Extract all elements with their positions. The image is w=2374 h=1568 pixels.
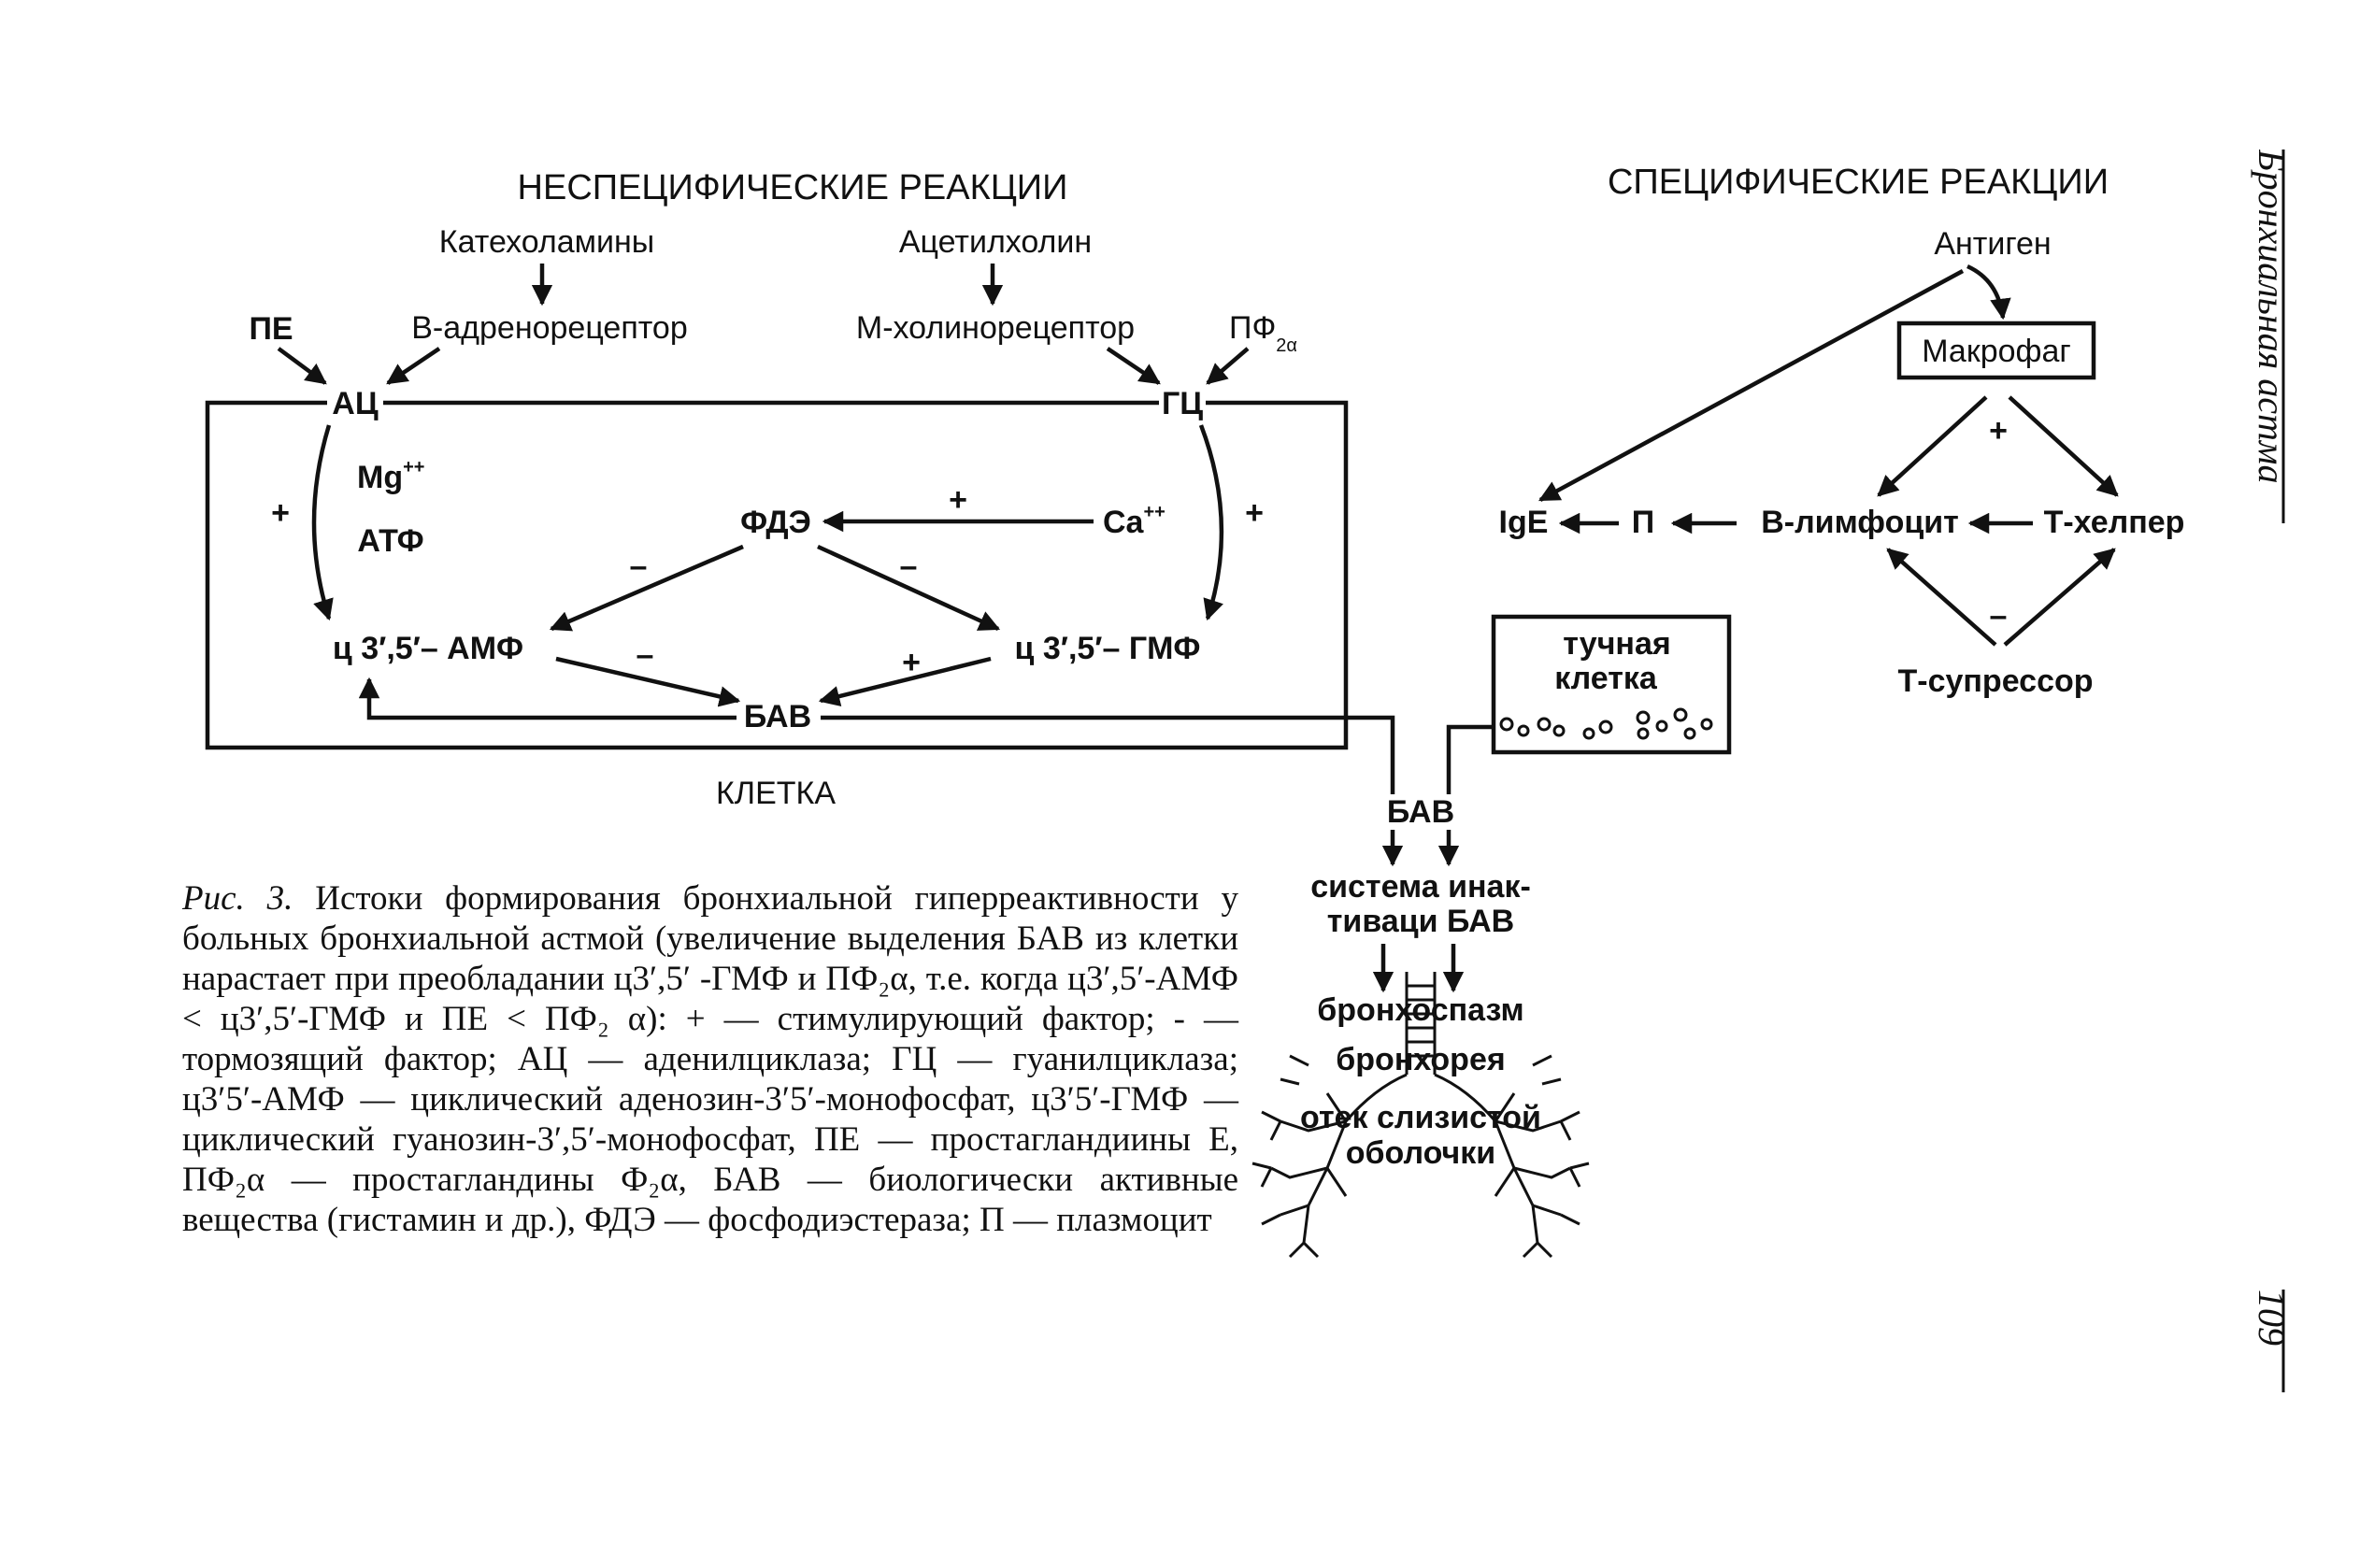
page-number: 109 xyxy=(2251,1290,2293,1392)
figure-caption: Рис. 3. Истоки формирования бронхиальной… xyxy=(182,878,1238,1240)
t-suppressor-to-t-helper-arrow xyxy=(2003,548,2116,647)
camp-to-bav-arrow xyxy=(555,656,741,707)
ac-to-camp-arrow xyxy=(311,424,334,621)
cgmp-to-bav-arrow xyxy=(818,656,992,707)
pf-label: ПФ2α xyxy=(1229,310,1297,356)
mast-cell-label-line1: тучная xyxy=(1563,626,1670,662)
gc-label: ГЦ xyxy=(1162,386,1203,421)
atp-label: АТФ xyxy=(357,523,423,559)
ac-label: АЦ xyxy=(332,386,379,421)
bronchial-tree-illustration xyxy=(1251,972,1590,1259)
edema-label-line1: отек слизистой xyxy=(1300,1100,1541,1135)
effects-bav-label: БАВ xyxy=(1387,794,1454,830)
cell-bav-label: БАВ xyxy=(744,699,811,734)
gc-to-cgmp-arrow xyxy=(1198,424,1224,621)
bronchorrhea-label: бронхорея xyxy=(1336,1042,1505,1077)
macrophage-to-t-helper-arrow xyxy=(2008,395,2119,497)
pde-to-camp-arrow xyxy=(549,544,744,632)
b-adrenoreceptor-label: В-адренорецептор xyxy=(411,310,688,346)
macrophage-to-b-lymphocyte-arrow xyxy=(1877,395,1988,497)
mast-cell-granules xyxy=(1499,707,1713,740)
bronchospasm-label: бронхоспазм xyxy=(1317,992,1523,1028)
acetylcholine-label: Ацетилхолин xyxy=(899,224,1092,260)
pde-cgmp-minus-sign: – xyxy=(900,549,918,584)
cell-label: КЛЕТКА xyxy=(716,776,836,811)
t-suppressor-minus-sign: – xyxy=(1990,598,2008,634)
mast-cell-label-line2: клетка xyxy=(1554,661,1658,696)
mast-cell-exit-line xyxy=(1446,724,1494,794)
bav-feedback-arrow xyxy=(358,677,737,720)
specific-reactions-heading: СПЕЦИФИЧЕСКИЕ РЕАКЦИИ xyxy=(1608,163,2109,202)
pde-to-cgmp-arrow xyxy=(817,544,1001,632)
plasmocyte-label: П xyxy=(1632,505,1654,540)
gc-plus-sign: + xyxy=(1245,495,1264,531)
m-cholinoreceptor-to-gc-arrow xyxy=(1106,347,1161,385)
catecholamines-label: Катехоламины xyxy=(439,224,654,260)
pde-camp-minus-sign: – xyxy=(630,549,648,584)
pde-label: ФДЭ xyxy=(740,505,811,540)
antigen-to-ige-arrow xyxy=(1538,269,1965,502)
bav-exit-line xyxy=(821,715,1395,794)
ige-label: IgE xyxy=(1499,505,1549,540)
ca-label: Ca++ xyxy=(1103,502,1166,540)
pf-to-gc-arrow xyxy=(1206,347,1250,385)
b-adrenoreceptor-to-ac-arrow xyxy=(386,347,441,385)
b-lymphocyte-label: В-лимфоцит xyxy=(1761,505,1959,540)
caption-figure-number: Рис. 3. xyxy=(182,879,293,918)
antigen-to-macrophage-arrow xyxy=(1966,264,2011,321)
running-head: Бронхиальная астма xyxy=(2251,150,2293,523)
ac-plus-sign: + xyxy=(271,495,290,531)
t-suppressor-label: Т-супрессор xyxy=(1897,663,2093,699)
ca-plus-sign: + xyxy=(949,482,967,518)
inactivation-system-line1: система инак- xyxy=(1310,869,1531,905)
inactivation-system-line2: тиваци БАВ xyxy=(1327,904,1514,939)
pe-label: ПЕ xyxy=(249,311,293,347)
cgmp-bav-plus-sign: + xyxy=(902,645,921,680)
macrophage-label: Макрофаг xyxy=(1922,334,2071,369)
caption-text: Истоки формирования бронхиальной гиперре… xyxy=(182,879,1238,1239)
page-number-text: 109 xyxy=(2251,1290,2293,1346)
camp-bav-minus-sign: – xyxy=(636,637,654,673)
t-suppressor-to-b-lymphocyte-arrow xyxy=(1886,548,1997,647)
cgmp-label: ц 3′,5′– ГМФ xyxy=(1015,631,1201,666)
cell-box xyxy=(205,400,1349,750)
macrophage-plus-sign: + xyxy=(1989,413,2008,449)
t-helper-label: Т-хелпер xyxy=(2044,505,2185,540)
m-cholinoreceptor-label: М-холинорецептор xyxy=(856,310,1135,346)
pe-to-ac-arrow xyxy=(277,347,327,385)
mast-cell-box xyxy=(1491,614,1732,755)
macrophage-box xyxy=(1896,321,2096,380)
nonspecific-reactions-heading: НЕСПЕЦИФИЧЕСКИЕ РЕАКЦИИ xyxy=(518,168,1068,207)
antigen-label: Антиген xyxy=(1934,226,2051,262)
camp-label: ц 3′,5′– АМФ xyxy=(333,631,523,666)
edema-label-line2: оболочки xyxy=(1346,1135,1495,1171)
running-head-text: Бронхиальная астма xyxy=(2251,150,2293,483)
mg-label: Mg++ xyxy=(357,457,424,495)
